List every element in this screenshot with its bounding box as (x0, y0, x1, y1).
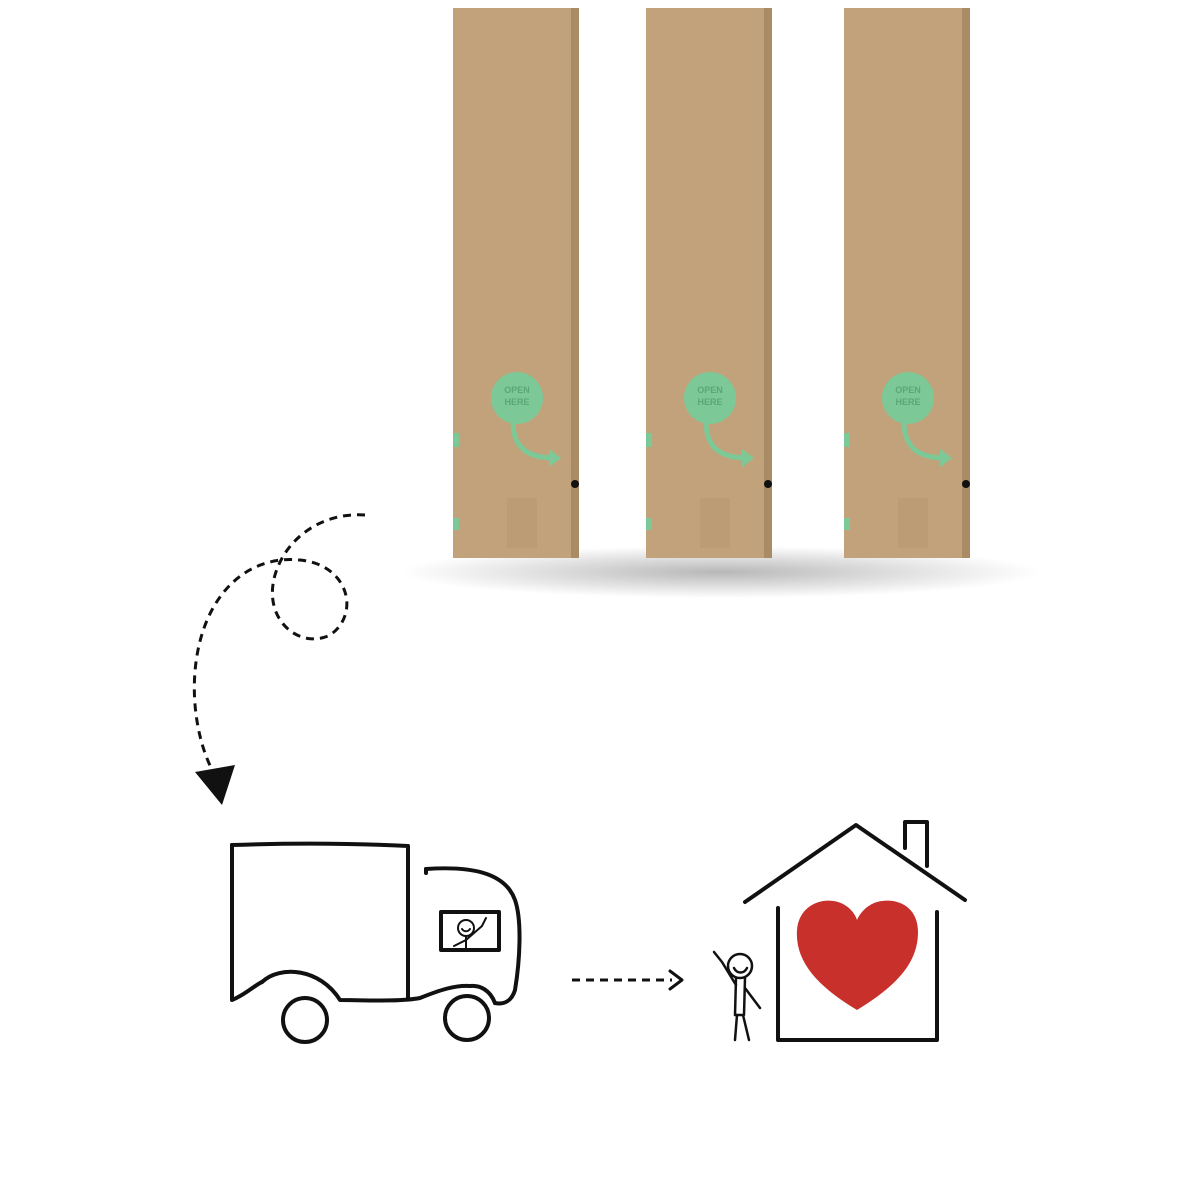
arrow-head-icon (195, 765, 235, 805)
delivery-truck-icon (230, 841, 522, 1044)
shipping-boxes: OPEN HERE OPEN HERE OPEN (453, 8, 970, 558)
heart-icon (796, 900, 918, 1010)
boxes-shadow (400, 546, 1040, 598)
shipping-box-icon: OPEN HERE (844, 8, 970, 558)
shipping-box-icon: OPEN HERE (453, 8, 579, 558)
dashed-arrow-icon (572, 969, 684, 991)
box-label-line1: OPEN (504, 385, 530, 395)
box-label-line2: HERE (895, 397, 920, 407)
stick-figure-icon (712, 950, 762, 1042)
stick-figure-icon (453, 917, 487, 951)
box-label-line1: OPEN (697, 385, 723, 395)
box-label-line2: HERE (504, 397, 529, 407)
shipping-box-icon: OPEN HERE (646, 8, 772, 558)
dashed-arrow-icon (192, 513, 366, 776)
box-label-line2: HERE (697, 397, 722, 407)
house-icon (743, 820, 967, 1042)
box-label-line1: OPEN (895, 385, 921, 395)
